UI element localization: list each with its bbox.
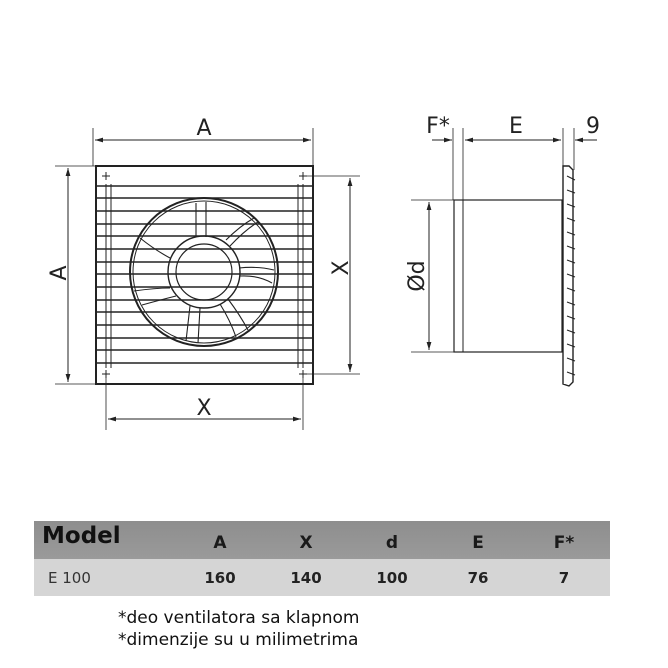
dim-label-a-top: A [196,116,211,141]
dim-label-plate: 9 [586,114,600,139]
side-view [411,128,597,387]
header-d: d [385,533,399,553]
front-view [55,128,360,430]
cell-d: 100 [376,568,408,587]
dimensions-table: Model A X d E F* E 100 160 140 100 76 7 [34,521,610,596]
header-e: E [472,533,484,553]
fan-technical-drawing: A A X X [47,114,600,430]
cell-f: 7 [558,568,570,587]
footnote-flap: *deo ventilatora sa klapnom [118,608,360,628]
header-model: Model [42,523,121,549]
header-x: X [299,533,313,553]
footnotes: *deo ventilatora sa klapnom *dimenzije s… [118,607,359,651]
dim-label-diameter: Ød [405,260,430,291]
dim-label-f: F* [426,114,450,139]
dim-label-x-right: X [329,260,354,275]
cell-e: 76 [467,568,489,587]
cell-x: 140 [290,568,322,587]
header-f: F* [553,533,575,553]
cell-a: 160 [204,568,236,587]
front-view-labels: A A X X [47,116,354,421]
table-header-row: Model A X d E F* [34,521,610,559]
side-view-labels: F* E 9 Ød [405,114,600,292]
table-row: E 100 160 140 100 76 7 [34,559,610,596]
footnote-units: *dimenzije su u milimetrima [118,630,359,650]
dim-label-x-bottom: X [196,396,211,421]
header-a: A [213,533,227,553]
dim-label-a-left: A [47,265,72,280]
dim-label-e: E [509,114,523,139]
cell-model: E 100 [48,568,91,587]
